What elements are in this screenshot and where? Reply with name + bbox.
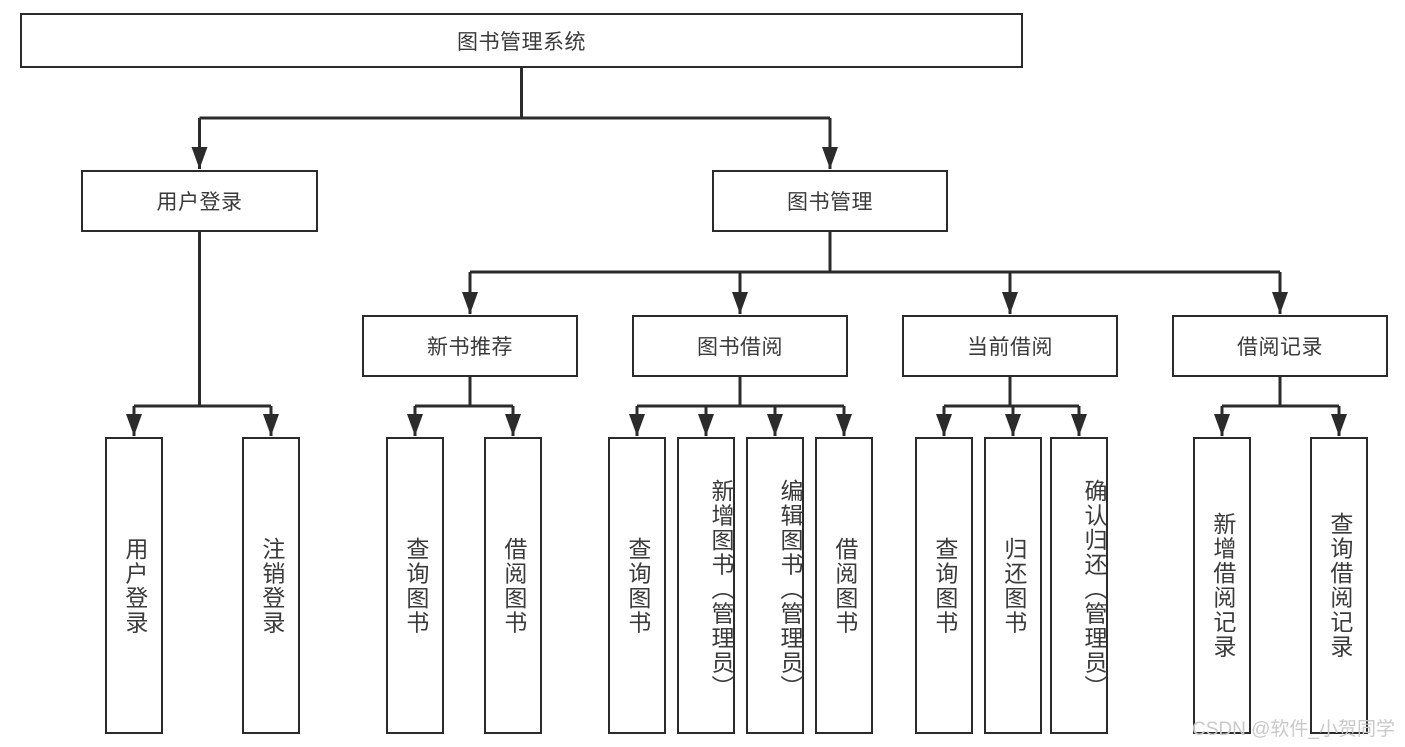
- node-current[interactable]: 当前借阅: [902, 315, 1118, 377]
- arrow-head: [1214, 414, 1230, 436]
- node-label: 归还图书: [1000, 536, 1027, 635]
- arrow-head: [698, 414, 714, 436]
- arrow-head: [732, 292, 748, 314]
- node-label: 确认归还（管理员）: [1081, 479, 1107, 700]
- node-leaf-borrow-4[interactable]: 借阅图书: [815, 437, 873, 734]
- node-leaf-rec-1[interactable]: 新增借阅记录: [1193, 437, 1251, 734]
- node-bookmgmt[interactable]: 图书管理: [712, 170, 948, 232]
- node-leaf-login-1[interactable]: 用户登录: [105, 437, 163, 734]
- arrow-head: [263, 414, 279, 436]
- node-label: 图书管理系统: [457, 30, 586, 54]
- node-leaf-cur-1[interactable]: 查询图书: [915, 437, 973, 734]
- arrow-head: [407, 414, 423, 436]
- node-leaf-new-1[interactable]: 查询图书: [386, 437, 444, 734]
- arrow-head: [629, 414, 645, 436]
- node-leaf-borrow-3[interactable]: 编辑图书（管理员）: [746, 437, 804, 734]
- arrow-head: [936, 414, 952, 436]
- arrow-head: [1331, 414, 1347, 436]
- node-records[interactable]: 借阅记录: [1172, 315, 1388, 377]
- node-label: 查询图书: [931, 536, 958, 635]
- node-label: 借阅图书: [500, 536, 527, 635]
- node-leaf-cur-3[interactable]: 确认归还（管理员）: [1050, 437, 1108, 734]
- node-leaf-rec-2[interactable]: 查询借阅记录: [1310, 437, 1368, 734]
- arrow-head: [1272, 292, 1288, 314]
- arrow-head: [767, 414, 783, 436]
- node-leaf-cur-2[interactable]: 归还图书: [984, 437, 1042, 734]
- node-leaf-borrow-1[interactable]: 查询图书: [608, 437, 666, 734]
- arrow-head: [1002, 292, 1018, 314]
- node-borrow[interactable]: 图书借阅: [632, 315, 848, 377]
- arrow-head: [1071, 414, 1087, 436]
- arrow-head: [505, 414, 521, 436]
- node-label: 注销登录: [258, 536, 285, 635]
- arrow-head: [126, 414, 142, 436]
- node-label: 借阅图书: [831, 536, 858, 635]
- node-label: 新书推荐: [427, 336, 513, 359]
- node-label: 图书借阅: [697, 336, 783, 359]
- node-login[interactable]: 用户登录: [81, 170, 318, 232]
- node-root[interactable]: 图书管理系统: [20, 13, 1023, 68]
- node-label: 查询借阅记录: [1326, 512, 1353, 659]
- node-newbook[interactable]: 新书推荐: [362, 315, 578, 377]
- node-leaf-borrow-2[interactable]: 新增图书（管理员）: [677, 437, 735, 734]
- arrow-head: [191, 147, 208, 169]
- node-label: 查询图书: [624, 536, 651, 635]
- watermark-text: CSDN @软件_小贺同学: [1192, 719, 1395, 740]
- arrow-head: [1005, 414, 1021, 436]
- arrow-head: [822, 147, 838, 169]
- node-label: 编辑图书（管理员）: [777, 479, 803, 700]
- node-label: 新增借阅记录: [1209, 512, 1236, 659]
- node-label: 查询图书: [402, 536, 429, 635]
- node-label: 新增图书（管理员）: [708, 479, 734, 700]
- node-label: 借阅记录: [1237, 336, 1323, 359]
- node-label: 用户登录: [121, 536, 148, 635]
- node-leaf-new-2[interactable]: 借阅图书: [484, 437, 542, 734]
- node-label: 当前借阅: [967, 336, 1053, 359]
- arrow-head: [462, 292, 478, 314]
- node-label: 图书管理: [787, 191, 873, 214]
- node-leaf-login-2[interactable]: 注销登录: [242, 437, 300, 734]
- arrow-head: [836, 414, 852, 436]
- node-label: 用户登录: [156, 191, 243, 214]
